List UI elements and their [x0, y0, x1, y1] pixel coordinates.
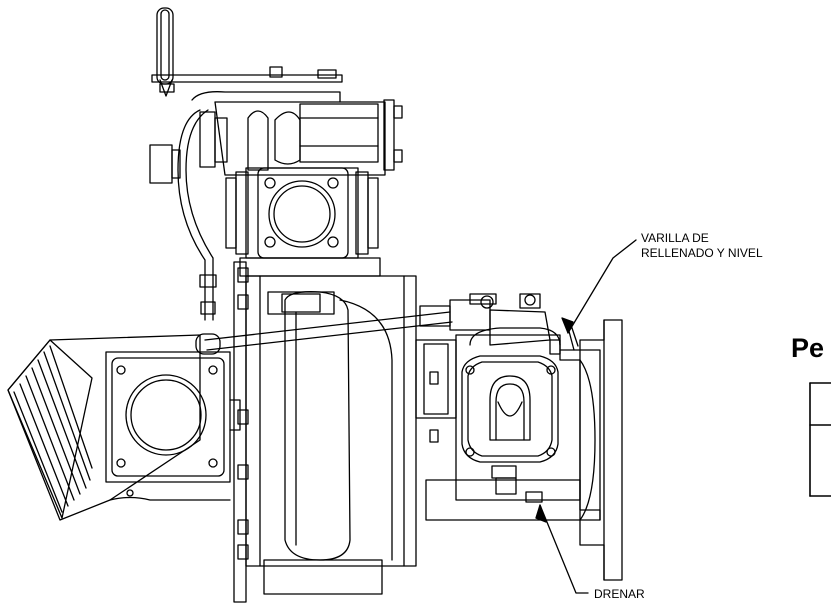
crank-handle — [151, 7, 343, 97]
dipstick-leader — [561, 239, 637, 334]
left-flange — [105, 351, 241, 483]
connecting-rod — [195, 293, 497, 355]
discharge-flange — [549, 319, 623, 581]
upper-housing — [191, 91, 403, 176]
pump-body — [233, 261, 417, 603]
section-title: Pe — [791, 333, 825, 363]
suction-elbow — [7, 334, 231, 521]
dipstick-label-line1: VARILLA DE — [641, 231, 709, 245]
drain-label: DRENAR — [594, 587, 645, 601]
dipstick-label-line2: RELLENADO Y NIVEL — [641, 246, 763, 260]
spec-table — [809, 382, 831, 497]
drain-leader — [535, 504, 589, 594]
hose — [149, 109, 217, 321]
upper-flange — [225, 167, 381, 277]
